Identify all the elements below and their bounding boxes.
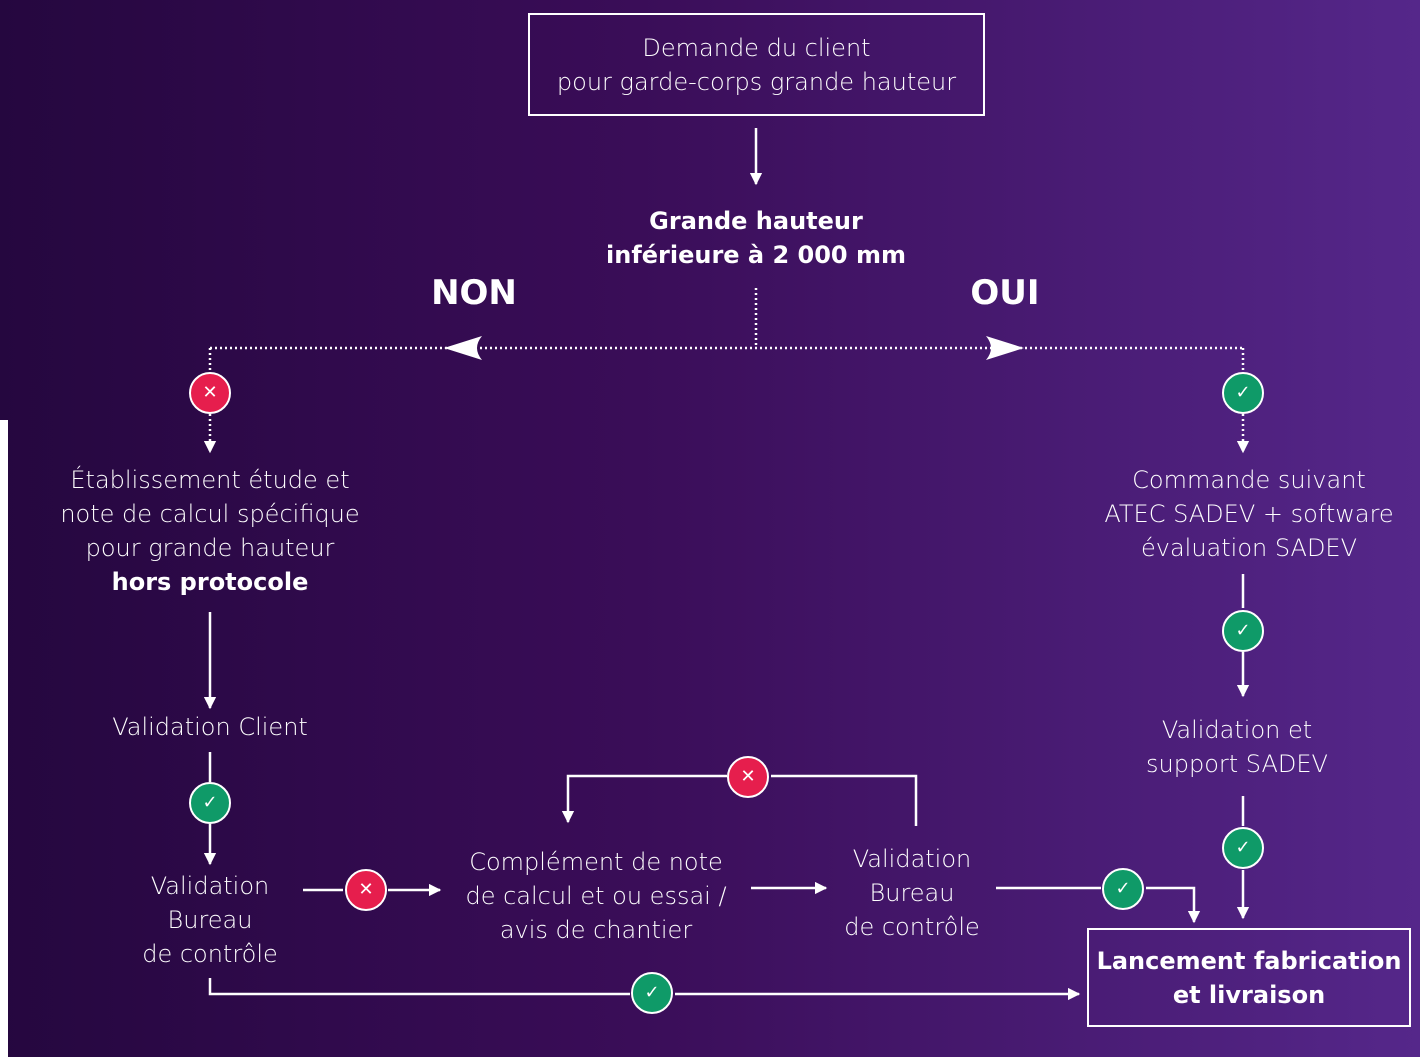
branch-arrowhead-left [444, 336, 482, 360]
complement-text: Complément de note de calcul et ou essai… [440, 845, 752, 947]
check-circle-icon: ✓ [1222, 610, 1264, 652]
left-office-line-3: de contrôle [142, 940, 278, 968]
left-office-validation-text: Validation Bureau de contrôle [110, 869, 310, 971]
decision-line-1: Grande hauteur [649, 207, 863, 235]
order-line-1: Commande suivant [1132, 466, 1366, 494]
complement-line-3: avis de chantier [499, 916, 693, 944]
study-text: Établissement étude et note de calcul sp… [30, 463, 390, 599]
order-text: Commande suivant ATEC SADEV + software é… [1084, 463, 1414, 565]
end-box: Lancement fabrication et livraison [1087, 928, 1411, 1027]
study-line-4: hors protocole [111, 568, 309, 596]
cross-circle-icon: ✕ [727, 756, 769, 798]
decision-line-2: inférieure à 2 000 mm [606, 241, 906, 269]
left-edge-strip [0, 420, 8, 1057]
middle-office-validation-text: Validation Bureau de contrôle [812, 842, 1012, 944]
support-text: Validation et support SADEV [1087, 713, 1387, 781]
branch-no-label: NON [431, 273, 517, 313]
start-line-1: Demande du client [642, 33, 871, 62]
study-line-1: Établissement étude et [70, 466, 350, 494]
check-circle-icon: ✓ [1102, 868, 1144, 910]
middle-office-line-3: de contrôle [844, 913, 980, 941]
end-line-2: et livraison [1172, 980, 1326, 1009]
check-circle-icon: ✓ [189, 782, 231, 824]
support-line-1: Validation et [1161, 716, 1313, 744]
cross-circle-icon: ✕ [189, 372, 231, 414]
left-office-line-2: Bureau [167, 906, 253, 934]
check-circle-icon: ✓ [631, 972, 673, 1014]
line-loop-right [771, 774, 918, 826]
study-line-3: pour grande hauteur [85, 534, 335, 562]
decision-label: Grande hauteur inférieure à 2 000 mm [556, 204, 956, 272]
order-line-2: ATEC SADEV + software [1104, 500, 1394, 528]
study-line-2: note de calcul spécifique [60, 500, 360, 528]
arrow-ok-to-end [1146, 886, 1201, 924]
complement-line-1: Complément de note [469, 848, 723, 876]
cross-circle-icon: ✕ [345, 869, 387, 911]
line-office-to-bottom-ok [208, 978, 630, 996]
branch-yes-label: OUI [970, 273, 1040, 313]
end-line-1: Lancement fabrication [1096, 946, 1402, 975]
middle-office-line-2: Bureau [869, 879, 955, 907]
start-box: Demande du client pour garde-corps grand… [528, 13, 985, 116]
client-validation-text: Validation Client [112, 713, 308, 741]
check-circle-icon: ✓ [1222, 827, 1264, 869]
check-circle-icon: ✓ [1222, 372, 1264, 414]
left-office-line-1: Validation [150, 872, 270, 900]
branch-arrowhead-right [986, 336, 1024, 360]
start-line-2: pour garde-corps grande hauteur [556, 67, 957, 96]
arrow-loop-left [561, 774, 727, 824]
complement-line-2: de calcul et ou essai / [465, 882, 727, 910]
middle-office-line-1: Validation [852, 845, 972, 873]
support-line-2: support SADEV [1146, 750, 1328, 778]
order-line-3: évaluation SADEV [1140, 534, 1358, 562]
